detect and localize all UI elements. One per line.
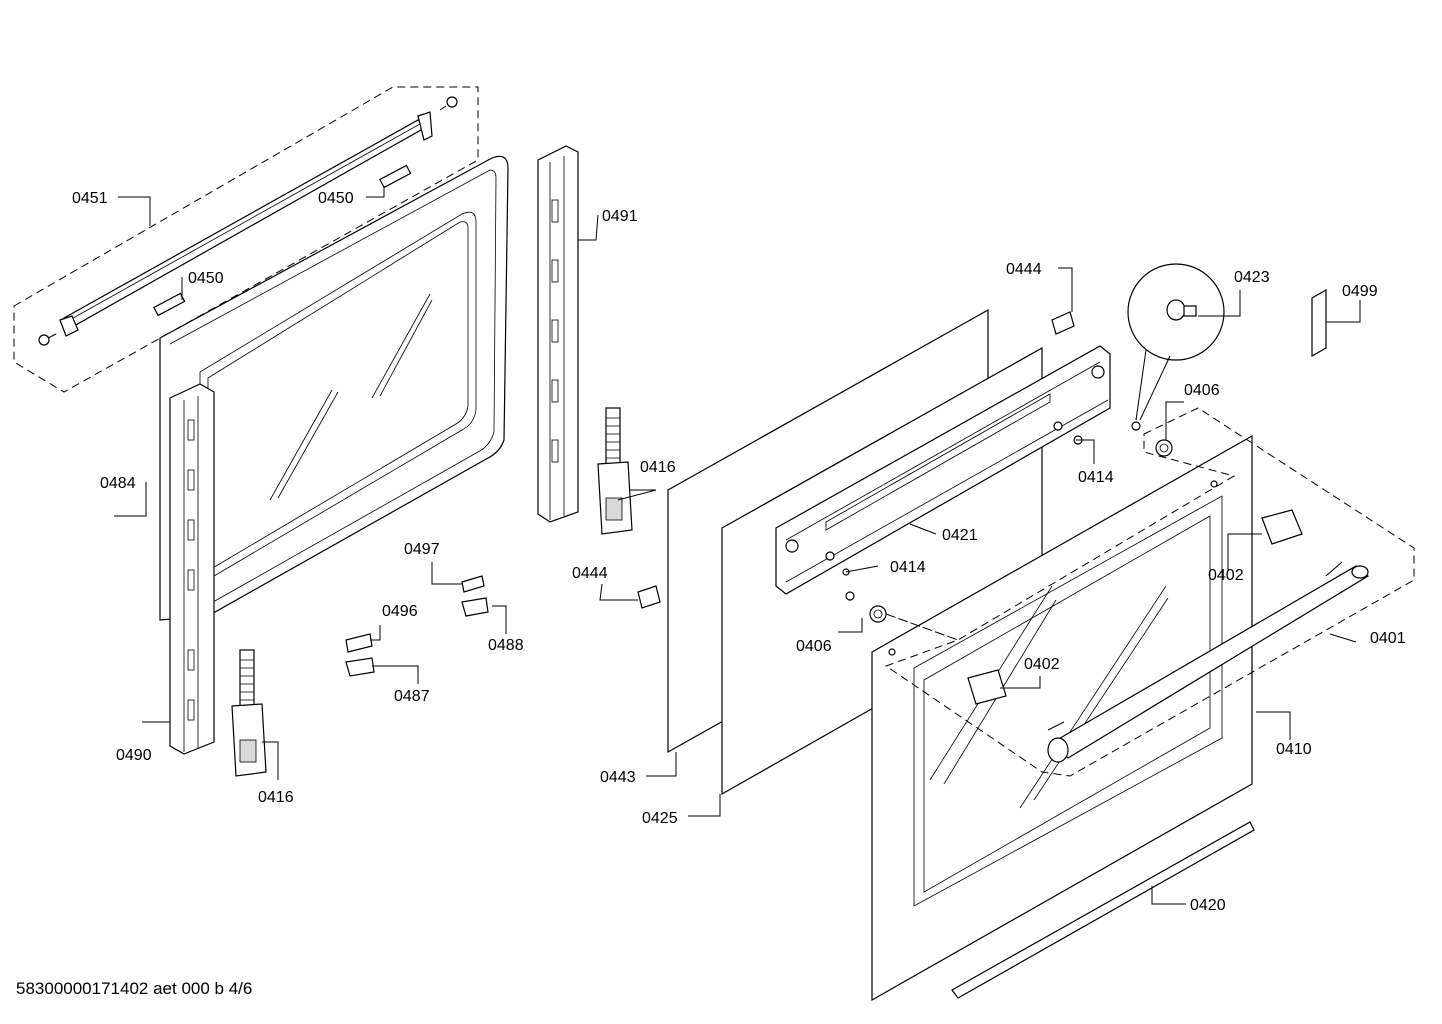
callout-0416: 0416	[258, 789, 294, 806]
callout-0444: 0444	[572, 565, 608, 582]
right-side-rail	[537, 145, 579, 523]
callout-0423: 0423	[1234, 269, 1270, 286]
callout-0491: 0491	[602, 208, 638, 225]
callout-0450: 0450	[188, 270, 224, 287]
callout-0444: 0444	[1006, 261, 1042, 278]
callout-0496: 0496	[382, 603, 418, 620]
callout-0420: 0420	[1190, 897, 1226, 914]
callout-0497: 0497	[404, 541, 440, 558]
callout-0450: 0450	[318, 190, 354, 207]
callout-0488: 0488	[488, 637, 524, 654]
callout-0425: 0425	[642, 810, 678, 827]
callout-0490: 0490	[116, 747, 152, 764]
callout-0421: 0421	[942, 527, 978, 544]
callout-0416: 0416	[640, 459, 676, 476]
small-clips	[345, 575, 489, 677]
bracket-0421	[775, 345, 1111, 595]
callout-0414: 0414	[1078, 469, 1114, 486]
bottom-strip-0420	[951, 821, 1255, 999]
callout-0402: 0402	[1024, 656, 1060, 673]
callout-0487: 0487	[394, 688, 430, 705]
outer-door-0410	[871, 434, 1253, 1002]
callout-0451: 0451	[72, 190, 108, 207]
callout-0402: 0402	[1208, 567, 1244, 584]
small-parts-right	[637, 263, 1327, 623]
callout-0406: 0406	[1184, 382, 1220, 399]
callout-labels: 0451 0450 0450 0491 0484 0416 0497 0496 …	[72, 190, 1406, 914]
callout-0414: 0414	[890, 559, 926, 576]
callout-0401: 0401	[1370, 630, 1406, 647]
hinge-right	[597, 407, 633, 535]
handle-group-0401	[884, 407, 1415, 777]
callout-0443: 0443	[600, 769, 636, 786]
callout-0410: 0410	[1276, 741, 1312, 758]
hinge-left	[231, 649, 267, 777]
leader-lines	[114, 186, 1361, 905]
drawing-number: 58300000171402 aet 000 b 4/6	[16, 979, 253, 998]
top-rail-group	[13, 86, 479, 393]
callout-0484: 0484	[100, 475, 136, 492]
callout-0406: 0406	[796, 638, 832, 655]
left-side-rail	[169, 383, 215, 755]
callout-0499: 0499	[1342, 283, 1378, 300]
